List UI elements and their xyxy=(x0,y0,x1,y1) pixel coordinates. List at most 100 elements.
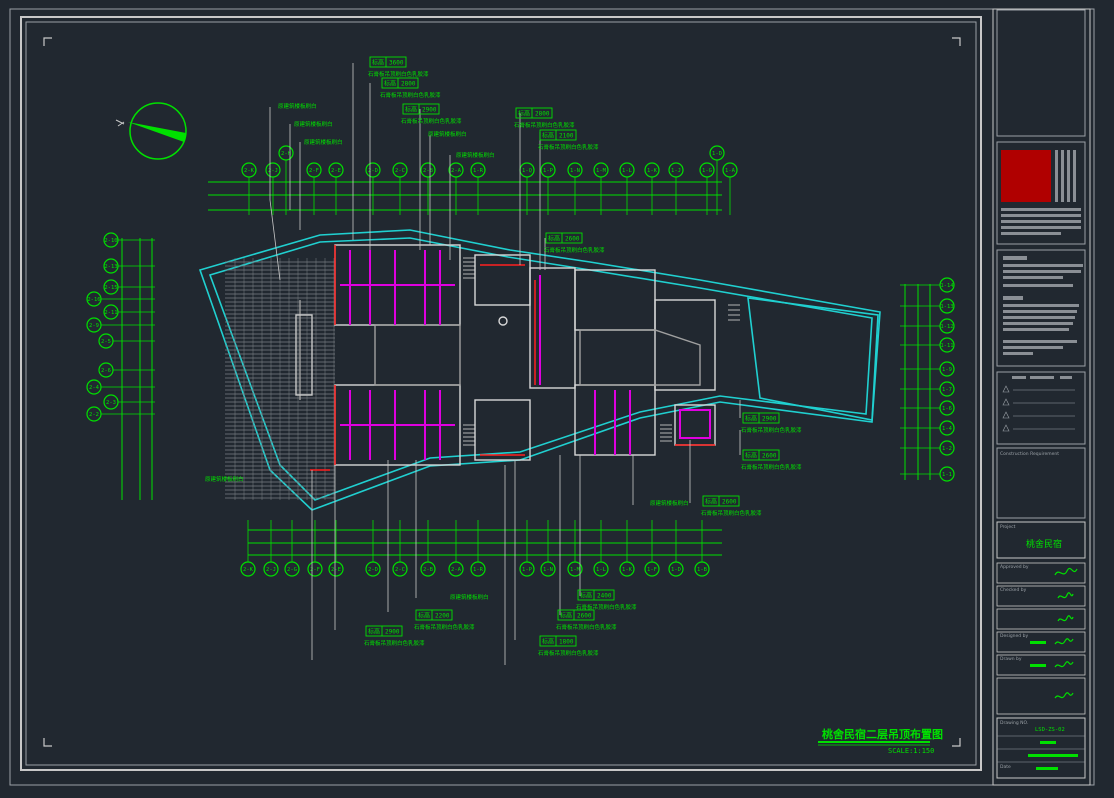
elevation-tag: 标高 xyxy=(560,612,572,620)
elevation-note: 石膏板吊顶刷白色乳胶漆 xyxy=(544,246,605,254)
elevation-value: 2900 xyxy=(762,416,777,423)
grid-axis-bubble: 1-G xyxy=(699,162,715,178)
elevation-tag: 标高 xyxy=(518,110,530,118)
ceiling-accents xyxy=(310,245,715,471)
grid-axis-label: 1-G xyxy=(702,168,712,174)
drawing-no-label: Drawing NO. xyxy=(1000,720,1028,726)
grid-axis-bubble: 2-D xyxy=(365,561,381,577)
grid-axis-bubble: 2-E xyxy=(328,561,344,577)
grid-axis-label: 2-D xyxy=(368,567,378,573)
grid-axis-bubble: 2-C xyxy=(392,162,408,178)
grid-axis-bubble: 2-10 xyxy=(103,232,119,248)
leader-note: 原建筑楼板刷白 xyxy=(294,120,333,128)
grid-axis-label: 2-F xyxy=(310,567,320,573)
elevation-note: 石膏板吊顶刷白色乳胶漆 xyxy=(538,143,599,151)
grid-axis-bubble: 1-K xyxy=(644,162,660,178)
grid-axis-label: 2-3 xyxy=(106,400,116,406)
title-block: Construction Requirement Project 桃舍民宿 Ap… xyxy=(992,8,1091,786)
leader-note: 原建筑楼板刷白 xyxy=(205,475,244,483)
grid-axis-bubble: 2-F xyxy=(307,561,323,577)
elevation-tag: 标高 xyxy=(418,612,430,620)
general-notes-text xyxy=(1003,256,1083,355)
grid-axis-label: 1-L xyxy=(622,168,633,174)
company-logo xyxy=(1001,150,1051,202)
grid-axis-bubble: 1-11 xyxy=(939,337,955,353)
elevation-value: 3600 xyxy=(389,60,404,67)
leader-note: 原建筑楼板刷白 xyxy=(650,499,689,507)
revision-table xyxy=(1002,376,1075,432)
elevation-tag: 标高 xyxy=(368,628,380,636)
grid-axis-label: 2-13 xyxy=(104,264,117,270)
grid-axis-label: 2-9 xyxy=(89,323,99,329)
grid-axis-bubble: 1-9 xyxy=(939,361,955,377)
grid-axis-bubble: 1-7 xyxy=(939,381,955,397)
grid-axis-bubble: 2-J xyxy=(265,162,281,178)
elevation-value: 1800 xyxy=(559,639,574,646)
grid-axis-bubble: 1-12 xyxy=(939,318,955,334)
grid-left: 2-10 2-13 2-152-16 2-11 2-9 2-5 2-62-4 2-3 2-2 xyxy=(86,232,155,422)
grid-axis-label: 2-F xyxy=(309,168,319,174)
grid-axis-label: 1-Q xyxy=(522,168,532,174)
ceiling-partitions xyxy=(340,250,711,460)
elevation-value: 2400 xyxy=(597,593,612,600)
grid-axis-label: 1-D xyxy=(712,151,722,157)
elevation-note: 石膏板吊顶刷白色乳胶漆 xyxy=(741,463,802,471)
drawing-title: 桃舍民宿二层吊顶布置图 xyxy=(822,727,943,741)
elevation-value: 2200 xyxy=(435,613,450,620)
grid-axis-bubble: 1-N xyxy=(567,162,583,178)
grid-axis-label: 2-10 xyxy=(104,238,117,244)
stairs xyxy=(463,257,740,446)
elevation-tag: 标高 xyxy=(705,498,717,506)
grid-axis-bubble: 2-J xyxy=(263,561,279,577)
elevation-value: 2100 xyxy=(559,133,574,140)
elevation-note: 石膏板吊顶刷白色乳胶漆 xyxy=(368,70,429,78)
grid-axis-bubble: 1-D xyxy=(668,561,684,577)
grid-axis-label: 1-R xyxy=(473,168,484,174)
grid-axis-label: 1-J xyxy=(671,168,681,174)
construction-requirement-label: Construction Requirement xyxy=(1000,451,1059,457)
grid-axis-bubble: 2-C xyxy=(392,561,408,577)
grid-axis-label: 1-F xyxy=(647,567,657,573)
grid-axis-bubble: 2-K xyxy=(241,162,257,178)
company-info-text xyxy=(1001,150,1081,235)
grid-axis-bubble: 2-15 xyxy=(103,279,119,295)
grid-axis-label: 2-11 xyxy=(104,310,117,316)
grid-axis-label: 1-R xyxy=(473,567,484,573)
leader-note: 原建筑楼板刷白 xyxy=(304,138,343,146)
drawing-scale: SCALE:1:150 xyxy=(888,747,934,755)
grid-axis-label: 2-16 xyxy=(87,297,100,303)
grid-axis-label: 2-J xyxy=(266,567,276,573)
grid-axis-label: 1-D xyxy=(671,567,681,573)
elevation-tag: 标高 xyxy=(542,132,554,140)
leader-note: 原建筑楼板刷白 xyxy=(428,130,467,138)
grid-axis-label: 2-5 xyxy=(101,339,111,345)
drawing-frame-inner xyxy=(25,21,977,766)
grid-axis-bubble: 2-13 xyxy=(103,258,119,274)
grid-axis-bubble: 1-D xyxy=(709,145,725,161)
grid-axis-bubble: 2-6 xyxy=(98,362,114,378)
leader-note: 原建筑楼板刷白 xyxy=(450,593,489,601)
grid-axis-bubble: 2-2 xyxy=(86,406,102,422)
grid-axis-bubble: 2-4 xyxy=(86,379,102,395)
grid-axis-label: 1-14 xyxy=(940,283,954,289)
grid-axis-label: 2-G xyxy=(287,567,297,573)
grid-axis-bubble: 1-4 xyxy=(939,420,955,436)
signatures xyxy=(1030,567,1078,699)
grid-axis-bubble: 1-P xyxy=(540,162,556,178)
elevation-note: 石膏板吊顶刷白色乳胶漆 xyxy=(741,426,802,434)
drawn-by-label: Drawn by xyxy=(1000,656,1022,662)
elevation-value: 2600 xyxy=(577,613,592,620)
grid-axis-label: 2-D xyxy=(368,168,378,174)
grid-axis-label: 1-13 xyxy=(940,304,953,310)
grid-axis-label: 1-K xyxy=(647,168,658,174)
